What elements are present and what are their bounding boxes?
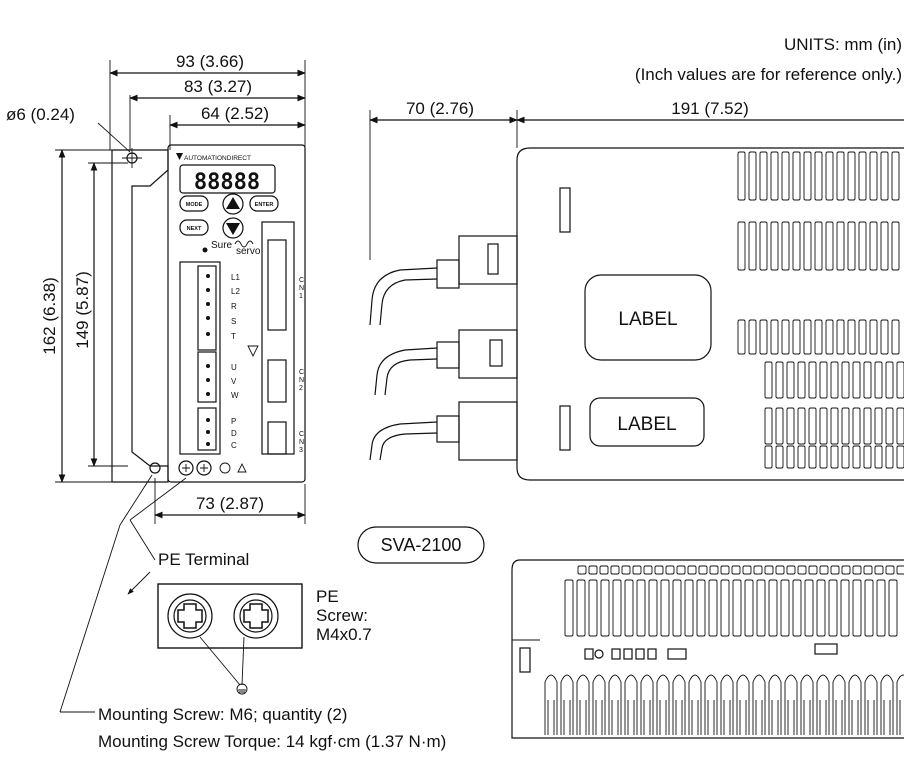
mounting-torque-note: Mounting Screw Torque: 14 kgf·cm (1.37 N… [98, 732, 446, 751]
terminal-l1: L1 [231, 273, 240, 282]
cn3-connector [267, 421, 287, 455]
bottom-vent-dots [577, 565, 904, 575]
terminal-d: D [231, 429, 237, 438]
mounting-screw-note: Mounting Screw: M6; quantity (2) [98, 705, 347, 724]
warning-icon [237, 462, 247, 473]
label-bottom-text: LABEL [617, 414, 676, 435]
seven-segment-display: 88888 [194, 170, 260, 195]
dim-side-70: 70 (2.76) [406, 99, 474, 118]
dim-side-191: 191 (7.52) [671, 99, 749, 118]
motor-terminal-block [197, 351, 217, 403]
pe-screw-line-1: PE [316, 587, 339, 606]
dim-width-64: 64 (2.52) [201, 104, 269, 123]
mode-button [179, 195, 209, 212]
logo-word-1: Sure [211, 240, 233, 251]
logo-word-2: servo [236, 246, 261, 257]
cn3-label-c: C [299, 431, 304, 438]
dim-height-149: 149 (5.87) [73, 271, 92, 349]
bottom-view [511, 559, 904, 739]
terminal-w: W [231, 391, 239, 400]
down-arrow-button [222, 217, 244, 239]
terminal-v: V [231, 377, 237, 386]
bottom-vent-slots [564, 579, 898, 637]
terminal-c: C [231, 441, 237, 450]
terminal-u: U [231, 363, 237, 372]
dim-bottom-73: 73 (2.87) [196, 494, 264, 513]
terminal-s: S [231, 317, 236, 326]
cn2-label-c: C [299, 369, 304, 376]
cn2-connector [267, 359, 287, 403]
up-arrow-button [222, 193, 244, 215]
terminal-p: P [231, 417, 236, 426]
model-label: SVA-2100 [381, 535, 462, 555]
pe-terminal-title: PE Terminal [158, 550, 249, 569]
cn1-label-c: C [299, 277, 304, 284]
next-button [179, 219, 209, 236]
pe-screw-line-3: M4x0.7 [316, 625, 372, 644]
mode-button-label: MODE [186, 202, 203, 208]
heatsink-fins [544, 674, 904, 735]
dim-width-93: 93 (3.66) [176, 52, 244, 71]
pe-screw-line-2: Screw: [316, 606, 368, 625]
enter-button [249, 195, 279, 212]
up-arrow-icon [226, 197, 240, 209]
cn3-label-3: 3 [299, 447, 303, 454]
label-top-text: LABEL [618, 309, 677, 330]
units-label: UNITS: mm (in) [784, 35, 902, 54]
enter-button-label: ENTER [255, 202, 274, 208]
side-view: 70 (2.76) 191 (7.52) LABEL LABEL [369, 99, 904, 481]
ground-icon [236, 683, 248, 695]
down-arrow-icon [226, 223, 240, 235]
cn3-label-n: N [299, 439, 304, 446]
cn1-label-n: N [299, 285, 304, 292]
front-view: 93 (3.66) 83 (3.27) 64 (2.52) ø6 (0.24) … [6, 52, 306, 524]
dim-hole-diameter: ø6 (0.24) [6, 105, 75, 124]
next-button-label: NEXT [187, 226, 202, 232]
units-note: (Inch values are for reference only.) [635, 65, 902, 84]
model-callout [357, 526, 485, 564]
terminal-r: R [231, 302, 237, 311]
high-voltage-icon [247, 345, 259, 358]
dim-height-162: 162 (6.38) [40, 277, 59, 355]
cn1-label-1: 1 [299, 293, 303, 300]
power-terminal-block [197, 265, 217, 351]
pe-terminal-detail: PE Terminal PE Screw: M4x0.7 [127, 550, 372, 695]
dim-width-83: 83 (3.27) [184, 77, 252, 96]
label-bottom [589, 397, 705, 447]
cn1-connector [267, 239, 287, 331]
regen-terminal-block [197, 407, 217, 451]
cn2-label-n: N [299, 377, 304, 384]
brand-text: AUTOMATIONDIRECT [184, 155, 251, 162]
cn2-label-2: 2 [299, 385, 303, 392]
terminal-l2: L2 [231, 287, 240, 296]
terminal-t: T [231, 332, 236, 341]
label-top [584, 274, 712, 361]
ground-symbol-icon [219, 462, 231, 474]
side-vent-slots [737, 151, 904, 469]
